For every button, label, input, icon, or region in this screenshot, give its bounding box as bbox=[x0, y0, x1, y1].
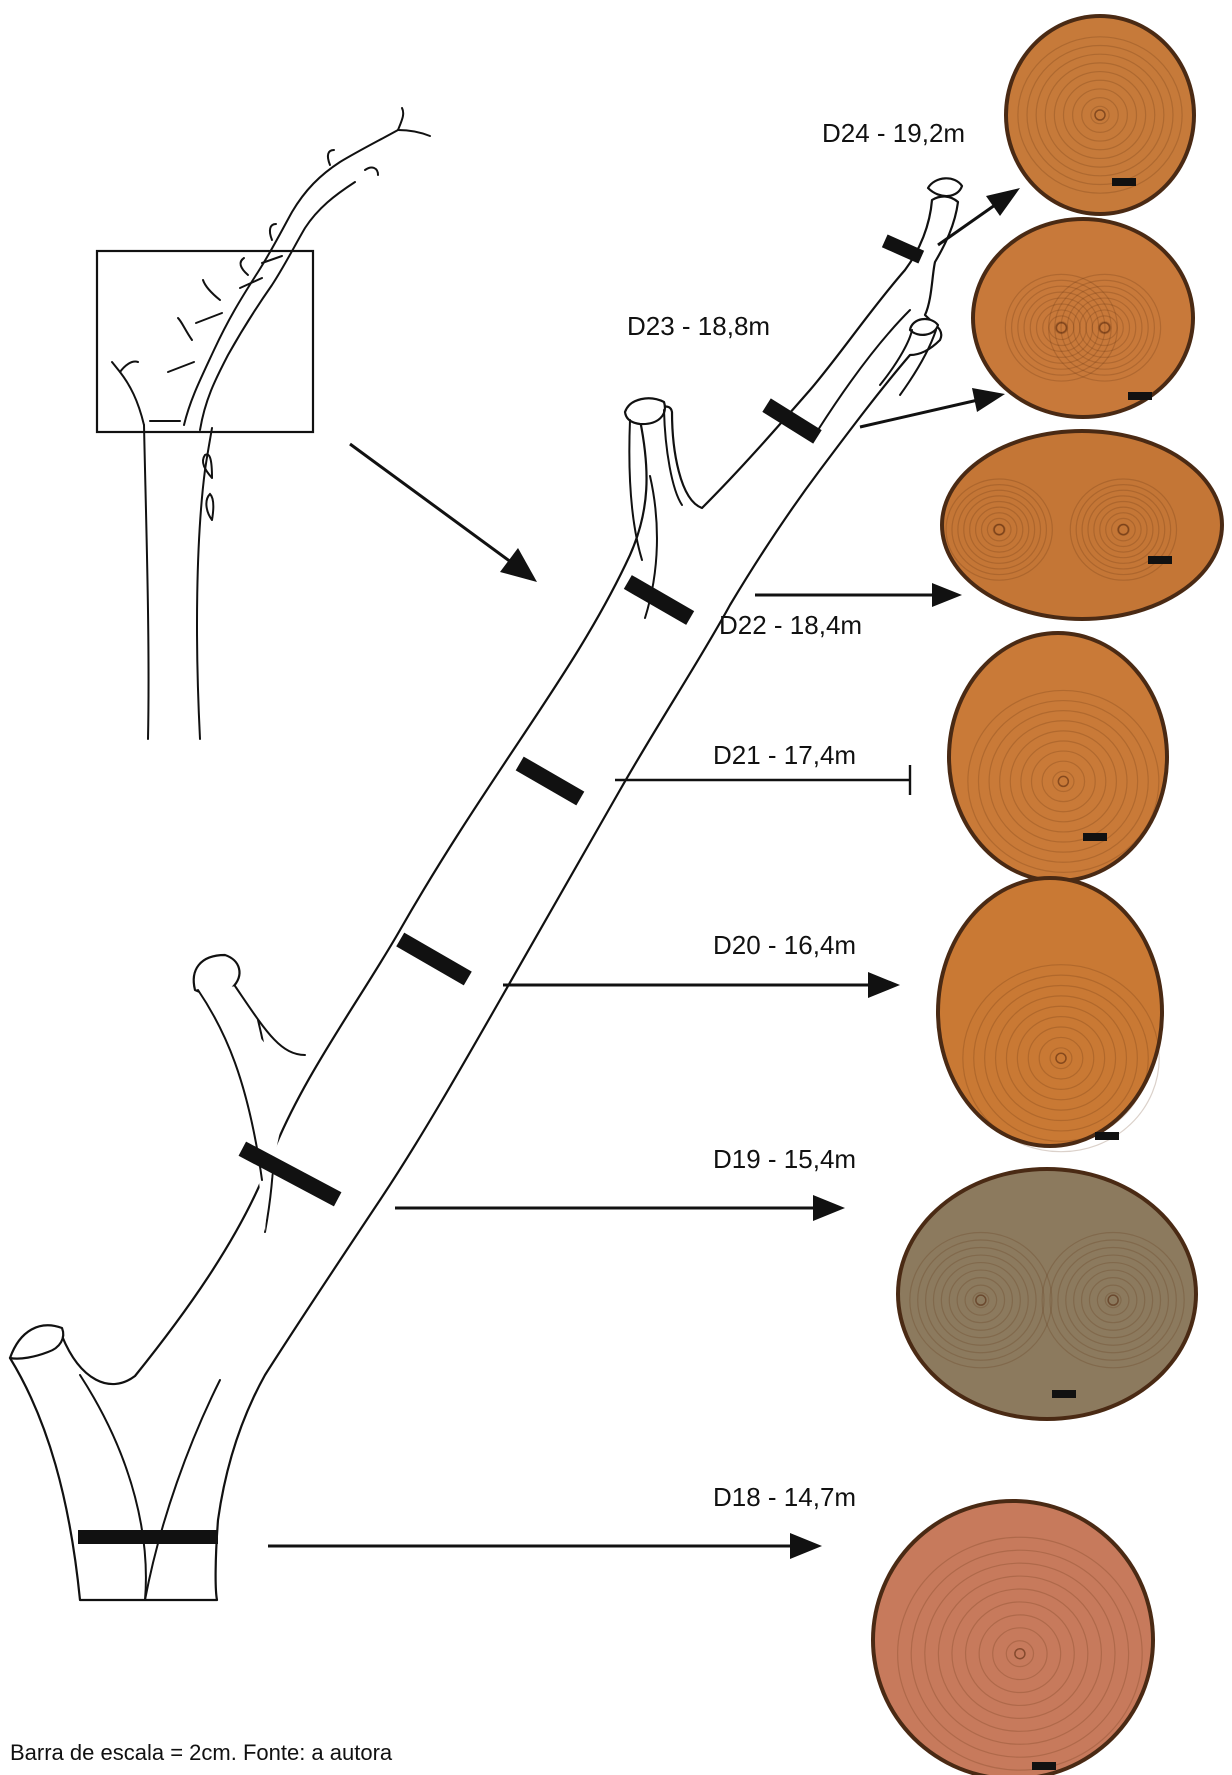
zoom-arrow bbox=[350, 444, 537, 582]
scale-bar bbox=[1095, 1132, 1119, 1140]
disc-face bbox=[975, 221, 1191, 415]
disc-face bbox=[940, 880, 1160, 1144]
scale-bar bbox=[1052, 1390, 1076, 1398]
pointer-arrows bbox=[268, 188, 1020, 1559]
overview-tree bbox=[97, 108, 430, 739]
label-d22: D22 - 18,4m bbox=[719, 610, 862, 640]
label-d20: D20 - 16,4m bbox=[713, 930, 856, 960]
disc-face bbox=[875, 1503, 1151, 1775]
band-d18 bbox=[78, 1530, 218, 1544]
scale-bar bbox=[1148, 556, 1172, 564]
disc-d20 bbox=[936, 876, 1164, 1152]
scale-bar bbox=[1128, 392, 1152, 400]
scale-bar bbox=[1032, 1762, 1056, 1770]
disc-d22 bbox=[940, 429, 1224, 621]
scale-bar bbox=[1112, 178, 1136, 186]
figure-caption: Barra de escala = 2cm. Fonte: a autora bbox=[10, 1740, 393, 1765]
disc-face bbox=[900, 1171, 1194, 1417]
disc-d18 bbox=[871, 1499, 1155, 1775]
disc-d23 bbox=[971, 217, 1195, 419]
disc-d19 bbox=[896, 1167, 1198, 1421]
enlarged-stem bbox=[10, 178, 962, 1600]
label-d21: D21 - 17,4m bbox=[713, 740, 856, 770]
label-d23: D23 - 18,8m bbox=[627, 311, 770, 341]
band-d24 bbox=[882, 234, 924, 263]
label-d24: D24 - 19,2m bbox=[822, 118, 965, 148]
disc-d24 bbox=[1004, 14, 1196, 216]
label-d18: D18 - 14,7m bbox=[713, 1482, 856, 1512]
disc-d21 bbox=[947, 631, 1169, 883]
label-d19: D19 - 15,4m bbox=[713, 1144, 856, 1174]
scale-bar bbox=[1083, 833, 1107, 841]
